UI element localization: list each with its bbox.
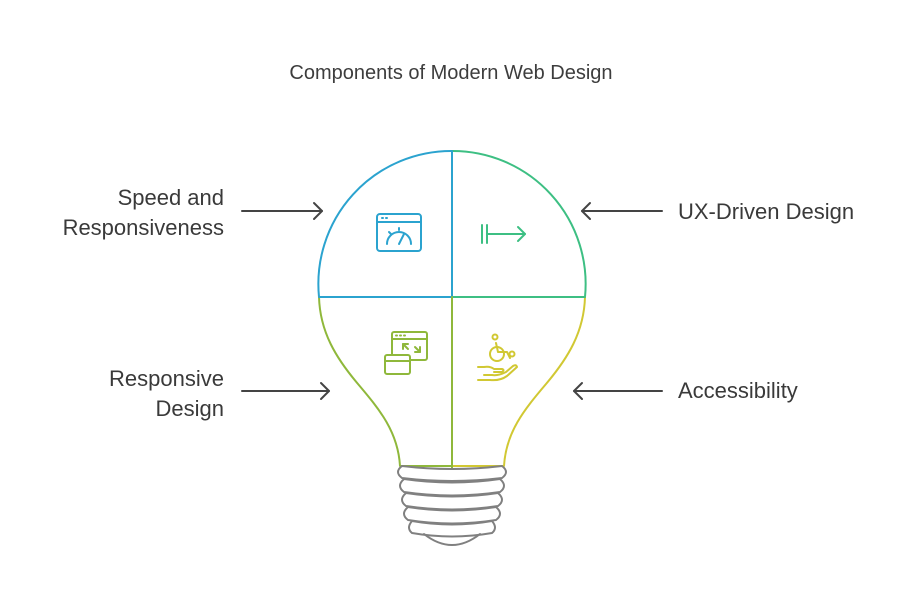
responsive-windows-icon bbox=[384, 331, 428, 375]
arrow-ux bbox=[581, 202, 663, 220]
arrow-to-bar-icon bbox=[481, 224, 526, 244]
label-line: Design bbox=[155, 396, 224, 421]
label-line: UX-Driven Design bbox=[678, 199, 855, 224]
arrow-speed bbox=[241, 202, 323, 220]
bulb-outline-accessibility bbox=[451, 296, 586, 467]
bulb-outline-speed bbox=[317, 149, 453, 298]
label-responsive-design: Responsive Design bbox=[20, 364, 224, 424]
label-accessibility: Accessibility bbox=[678, 376, 898, 406]
bulb-outline-ux bbox=[451, 149, 587, 298]
hand-wheelchair-icon bbox=[477, 333, 518, 382]
arrow-accessibility bbox=[573, 382, 663, 400]
label-line: Accessibility bbox=[678, 378, 798, 403]
label-line: Speed and bbox=[117, 185, 224, 210]
label-speed-and-responsiveness: Speed and Responsiveness bbox=[20, 183, 224, 243]
bulb-screw-base bbox=[397, 464, 507, 546]
label-ux-driven-design: UX-Driven Design bbox=[678, 197, 898, 227]
label-line: Responsive bbox=[109, 366, 224, 391]
arrow-responsive bbox=[241, 382, 330, 400]
diagram-title: Components of Modern Web Design bbox=[289, 62, 613, 84]
bulb-outline-responsive bbox=[318, 296, 453, 467]
label-line: Responsiveness bbox=[62, 215, 224, 240]
speedometer-browser-icon bbox=[376, 213, 422, 252]
